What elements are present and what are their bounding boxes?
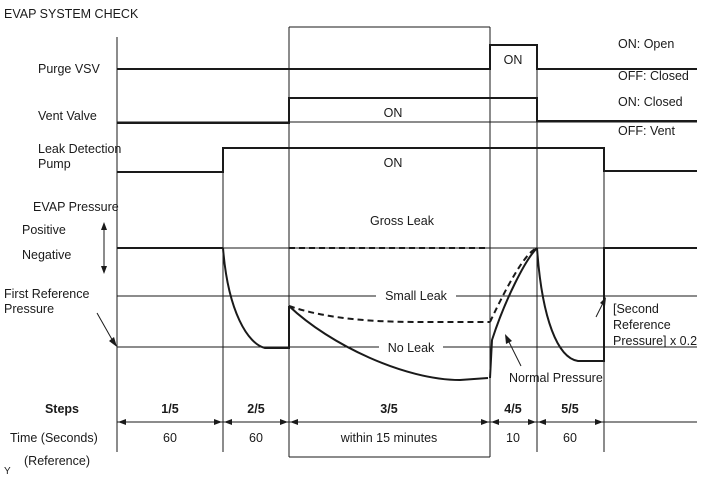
leak-pump-signal	[117, 147, 697, 173]
vertical-grid-lines	[116, 27, 605, 457]
purge-vsv-label: Purge VSV	[38, 62, 101, 76]
figure-footnote: Y	[4, 466, 11, 477]
vent-on-text: ON	[384, 106, 403, 120]
normal-pressure-label: Normal Pressure	[509, 371, 603, 385]
step-5-label: 5/5	[561, 402, 578, 416]
vent-valve-signal	[117, 97, 697, 124]
purge-on-state: ON: Open	[618, 37, 674, 51]
purge-on-text: ON	[504, 53, 523, 67]
step-1-time: 60	[163, 431, 177, 445]
second-reference-label-line2: Reference	[613, 318, 671, 332]
step-5-pressure-drop	[536, 247, 697, 362]
step-3-label: 3/5	[380, 402, 397, 416]
step-2-pressure-drop	[222, 247, 290, 349]
second-reference-label-line3: Pressure] x 0.2	[613, 334, 697, 348]
step-5-time: 60	[563, 431, 577, 445]
purge-off-state: OFF: Closed	[618, 69, 689, 83]
pump-on-text: ON	[384, 156, 403, 170]
reference-label: (Reference)	[24, 454, 90, 468]
no-leak-pressure-curve	[288, 305, 489, 382]
purge-vsv-signal	[117, 44, 697, 70]
small-leak-pressure-curve	[288, 305, 490, 323]
steps-label: Steps	[45, 402, 79, 416]
time-label: Time (Seconds)	[10, 431, 98, 445]
step-2-time: 60	[249, 431, 263, 445]
vent-off-state: OFF: Vent	[618, 124, 675, 138]
second-reference-pointer	[595, 297, 606, 318]
vent-valve-label: Vent Valve	[38, 109, 97, 123]
no-leak-label: No Leak	[388, 341, 435, 355]
evap-pressure-label: EVAP Pressure	[33, 200, 119, 214]
pressure-direction-arrow	[101, 222, 107, 274]
first-reference-label-line2: Pressure	[4, 302, 54, 316]
step-4-label: 4/5	[504, 402, 521, 416]
step-4-normal-pressure-rise	[489, 247, 538, 379]
leak-pump-label-line1: Leak Detection	[38, 142, 121, 156]
small-leak-label: Small Leak	[385, 289, 448, 303]
first-reference-pointer	[96, 312, 117, 347]
step-4-small-leak-rise	[489, 247, 538, 323]
leak-pump-label-line2: Pump	[38, 157, 71, 171]
gross-leak-label: Gross Leak	[370, 214, 435, 228]
diagram-title: EVAP SYSTEM CHECK	[4, 7, 139, 21]
step-2-label: 2/5	[247, 402, 264, 416]
positive-label: Positive	[22, 223, 66, 237]
vent-on-state: ON: Closed	[618, 95, 683, 109]
step-4-time: 10	[506, 431, 520, 445]
step-range-arrows	[118, 419, 603, 425]
first-reference-label-line1: First Reference	[4, 287, 89, 301]
step-3-time: within 15 minutes	[340, 431, 438, 445]
step-1-label: 1/5	[161, 402, 178, 416]
second-reference-label-line1: [Second	[613, 302, 659, 316]
negative-label: Negative	[22, 248, 71, 262]
normal-pressure-pointer	[505, 334, 522, 367]
